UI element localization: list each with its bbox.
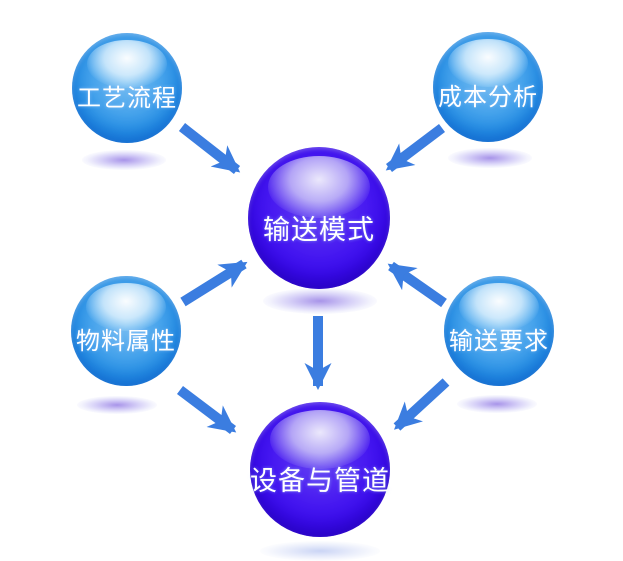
node-label: 工艺流程 (77, 84, 177, 113)
node-conveying-requirements: 输送要求 (444, 276, 554, 386)
node-cost-analysis: 成本分析 (433, 32, 543, 142)
node-label: 输送模式 (263, 215, 375, 247)
node-conveying-mode: 输送模式 (248, 147, 390, 289)
node-label: 输送要求 (449, 327, 549, 356)
arrow-conveying-requirements-to-equipment (393, 378, 450, 431)
node-equipment-and-piping: 设备与管道 (250, 402, 390, 537)
arrow-material-properties-to-conveying-mode (180, 259, 248, 307)
shadow-ellipse (457, 395, 537, 413)
shadow-ellipse (260, 541, 380, 561)
node-material-properties: 物料属性 (71, 276, 181, 386)
arrow-process-flow-to-conveying-mode (178, 123, 241, 174)
arrow-conveying-requirements-to-conveying-mode (387, 261, 447, 308)
arrow-cost-analysis-to-conveying-mode (385, 124, 446, 172)
shadow-ellipse (82, 150, 166, 170)
shadow-ellipse (77, 396, 157, 414)
node-label: 成本分析 (438, 83, 538, 112)
node-label: 物料属性 (76, 327, 176, 356)
arrow-material-properties-to-equipment (176, 386, 237, 434)
shadow-ellipse (263, 288, 377, 314)
shadow-ellipse (448, 148, 532, 168)
node-label: 设备与管道 (250, 466, 390, 498)
node-process-flow: 工艺流程 (72, 33, 182, 143)
